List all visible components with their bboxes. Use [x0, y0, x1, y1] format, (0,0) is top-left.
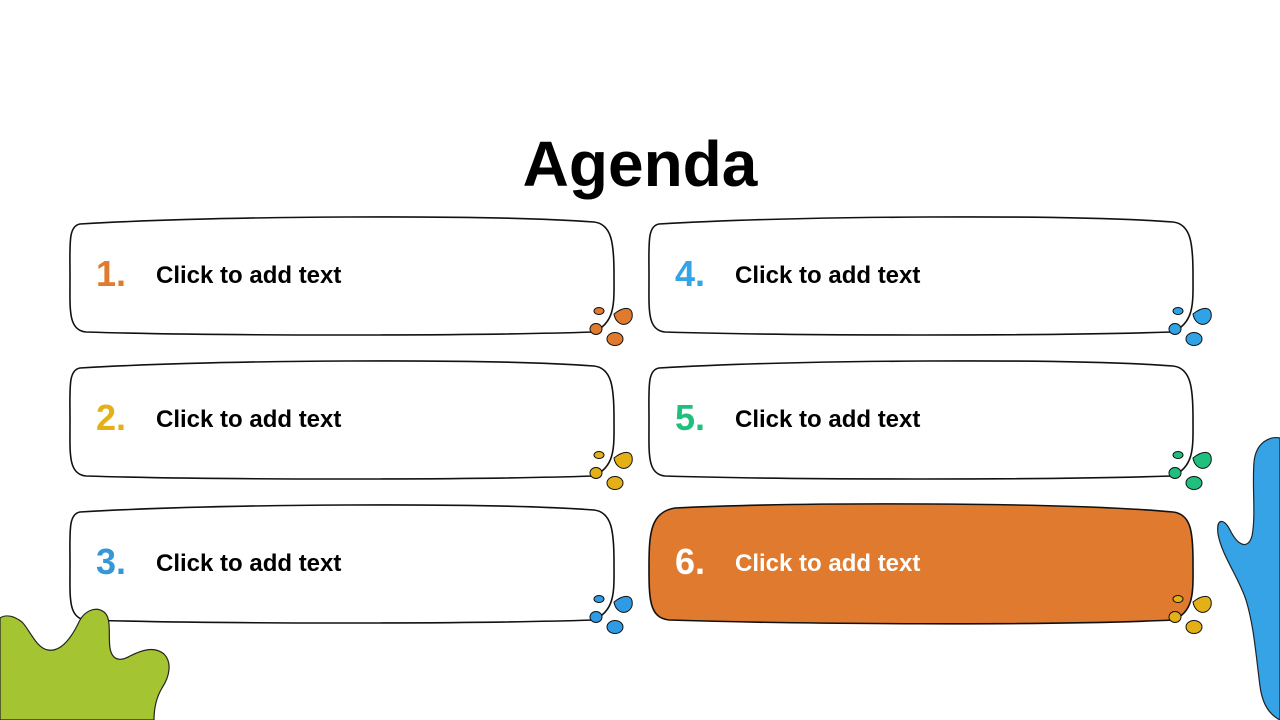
agenda-item-3[interactable]: 3. Click to add text	[66, 502, 646, 634]
agenda-item-1[interactable]: 1. Click to add text	[66, 214, 646, 346]
paint-drops-icon	[589, 307, 633, 346]
item-text[interactable]: Click to add text	[156, 550, 342, 577]
agenda-item-6[interactable]: 6. Click to add text	[645, 502, 1225, 634]
item-number: 3.	[96, 541, 127, 582]
item-text[interactable]: Click to add text	[156, 406, 342, 433]
item-text[interactable]: Click to add text	[735, 406, 921, 433]
item-number: 5.	[675, 397, 706, 438]
item-number: 2.	[96, 397, 127, 438]
agenda-item-2[interactable]: 2. Click to add text	[66, 358, 646, 490]
paint-drops-icon	[1168, 595, 1212, 634]
slide-title[interactable]: Agenda	[522, 128, 758, 200]
item-text[interactable]: Click to add text	[735, 262, 921, 289]
item-text[interactable]: Click to add text	[156, 262, 342, 289]
speech-bubble-frame	[69, 216, 633, 346]
paint-drops-icon	[1168, 451, 1212, 490]
speech-bubble-frame	[648, 216, 1212, 346]
speech-bubble-frame	[69, 504, 633, 634]
item-text[interactable]: Click to add text	[735, 550, 921, 577]
agenda-item-5[interactable]: 5. Click to add text	[645, 358, 1225, 490]
item-number: 1.	[96, 253, 127, 294]
paint-drops-icon	[1168, 307, 1212, 346]
blue-cactus-blob-icon	[1217, 437, 1280, 720]
item-number: 4.	[675, 253, 706, 294]
agenda-item-4[interactable]: 4. Click to add text	[645, 214, 1225, 346]
item-number: 6.	[675, 541, 706, 582]
paint-drops-icon	[589, 451, 633, 490]
speech-bubble-frame	[69, 360, 633, 490]
speech-bubble-frame	[648, 503, 1212, 634]
speech-bubble-frame	[648, 360, 1212, 490]
green-plant-blob-icon	[0, 608, 170, 720]
paint-drops-icon	[589, 595, 633, 634]
